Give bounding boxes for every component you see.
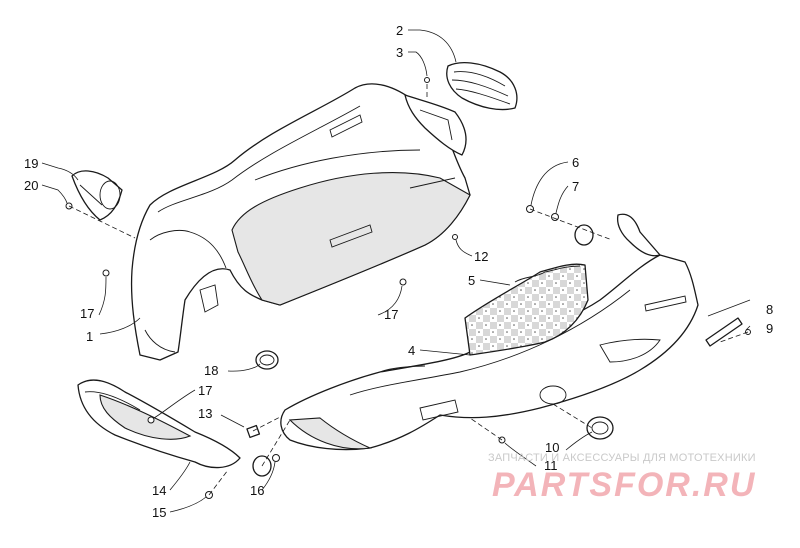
assembly-lines <box>68 84 749 496</box>
part-18-clamp <box>255 350 279 370</box>
part-1-hood-panel <box>130 83 471 361</box>
callout-3: 3 <box>396 45 403 60</box>
callout-15: 15 <box>152 505 166 520</box>
callout-9: 9 <box>766 321 773 336</box>
callout-7: 7 <box>572 179 579 194</box>
callout-20: 20 <box>24 178 38 193</box>
callout-17c: 17 <box>198 383 212 398</box>
callout-17a: 17 <box>80 306 94 321</box>
callout-11: 11 <box>544 458 558 473</box>
callout-17b: 17 <box>384 307 398 322</box>
watermark-logo: PARTSFOR.RU <box>492 466 757 504</box>
part-2-vent-bracket <box>404 94 467 156</box>
callout-labels: 1 2 3 4 5 6 7 8 9 10 11 12 13 14 15 16 1… <box>24 23 773 520</box>
callout-8: 8 <box>766 302 773 317</box>
part-10-cap <box>586 416 614 440</box>
callout-5: 5 <box>468 273 475 288</box>
part-7-washer <box>574 224 594 246</box>
callout-4: 4 <box>408 343 415 358</box>
leader-lines <box>41 29 751 513</box>
watermark-caption: ЗАПЧАСТИ И АКСЕССУАРЫ ДЛЯ МОТОТЕХНИКИ <box>488 452 756 464</box>
part-13-clip <box>246 424 261 439</box>
part-8-reflector <box>705 317 743 347</box>
part-4-rear-upright <box>616 213 661 257</box>
callout-2: 2 <box>396 23 403 38</box>
part-19-boot <box>71 170 123 221</box>
part-2-vent-grille <box>446 61 518 111</box>
callout-6: 6 <box>572 155 579 170</box>
callout-10: 10 <box>545 440 559 455</box>
callout-19: 19 <box>24 156 38 171</box>
callout-12: 12 <box>474 249 488 264</box>
callout-18: 18 <box>204 363 218 378</box>
callout-1: 1 <box>86 329 93 344</box>
callout-14: 14 <box>152 483 166 498</box>
callout-13: 13 <box>198 406 212 421</box>
part-5-insulation-pad <box>464 263 589 356</box>
callout-16: 16 <box>250 483 264 498</box>
part-14-side-guard <box>77 379 241 469</box>
